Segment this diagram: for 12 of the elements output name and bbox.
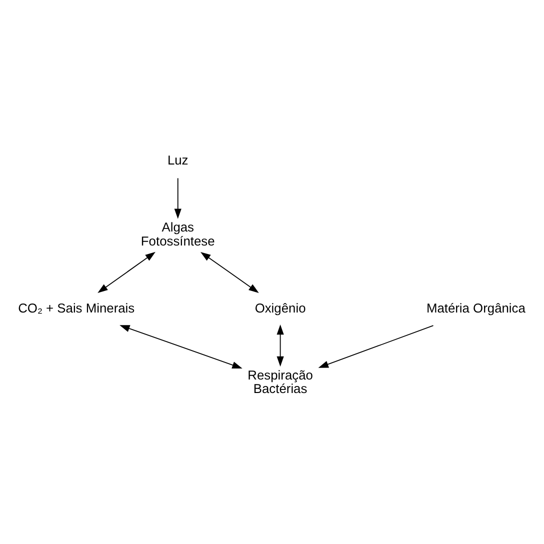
node-text: Oxigênio (254, 300, 306, 315)
arrow (318, 324, 434, 368)
arrow (98, 251, 156, 292)
node-text: Respiração Bactérias (248, 366, 313, 396)
node-text: Luz (167, 152, 188, 168)
arrow (276, 324, 284, 366)
node-text: Matéria Orgânica (426, 300, 526, 315)
arrow (200, 251, 259, 292)
node-text: CO₂ + Sais Minerais (18, 300, 135, 315)
node-text: Algas Fotossíntese (140, 219, 215, 248)
arrow (120, 324, 242, 368)
arrow (174, 177, 182, 218)
